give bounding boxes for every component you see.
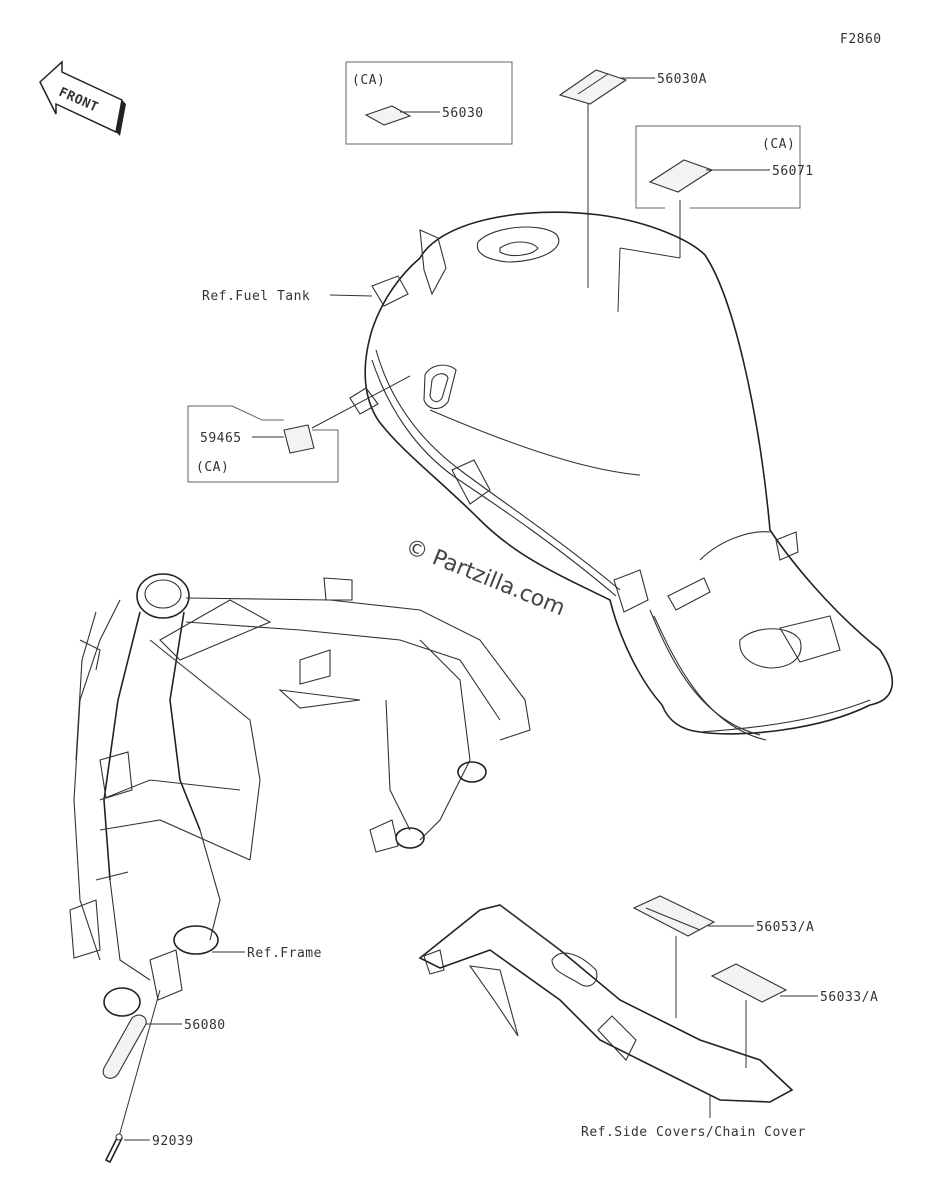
region-56030: (CA) bbox=[352, 73, 385, 88]
part-number-56080: 56080 bbox=[184, 1018, 226, 1033]
frame bbox=[69, 573, 531, 1017]
part-number-56071: 56071 bbox=[772, 164, 814, 179]
callout-56033[interactable]: 56033/A bbox=[710, 963, 878, 1068]
callout-56030[interactable]: (CA) 56030 bbox=[345, 61, 513, 145]
figure-code: F2860 bbox=[840, 32, 882, 47]
callout-59465[interactable]: 59465 (CA) bbox=[187, 375, 411, 483]
part-number-56033: 56033/A bbox=[820, 990, 878, 1005]
part-number-59465: 59465 bbox=[200, 431, 242, 446]
ref-fuel-tank-label: Ref.Fuel Tank bbox=[202, 289, 310, 304]
callout-56071[interactable]: (CA) 56071 bbox=[617, 125, 814, 313]
region-56071: (CA) bbox=[762, 137, 795, 152]
callout-92039[interactable]: 92039 bbox=[104, 1133, 194, 1164]
callout-56030a[interactable]: 56030A bbox=[558, 69, 707, 288]
part-number-56053: 56053/A bbox=[756, 920, 814, 935]
ref-fuel-tank-leader bbox=[329, 294, 373, 297]
region-59465: (CA) bbox=[196, 460, 229, 475]
part-number-92039: 92039 bbox=[152, 1134, 194, 1149]
callout-56053[interactable]: 56053/A bbox=[632, 895, 814, 1018]
ref-side-covers-label: Ref.Side Covers/Chain Cover bbox=[581, 1125, 806, 1140]
part-number-56030: 56030 bbox=[442, 106, 484, 121]
callout-56080[interactable]: 56080 bbox=[102, 989, 226, 1141]
ref-frame-label: Ref.Frame bbox=[247, 946, 322, 961]
chain-cover bbox=[418, 904, 794, 1103]
part-number-56030a: 56030A bbox=[657, 72, 707, 87]
front-arrow-icon: FRONT bbox=[39, 60, 126, 136]
watermark: © Partzilla.com bbox=[402, 534, 569, 621]
fuel-tank bbox=[349, 211, 894, 741]
